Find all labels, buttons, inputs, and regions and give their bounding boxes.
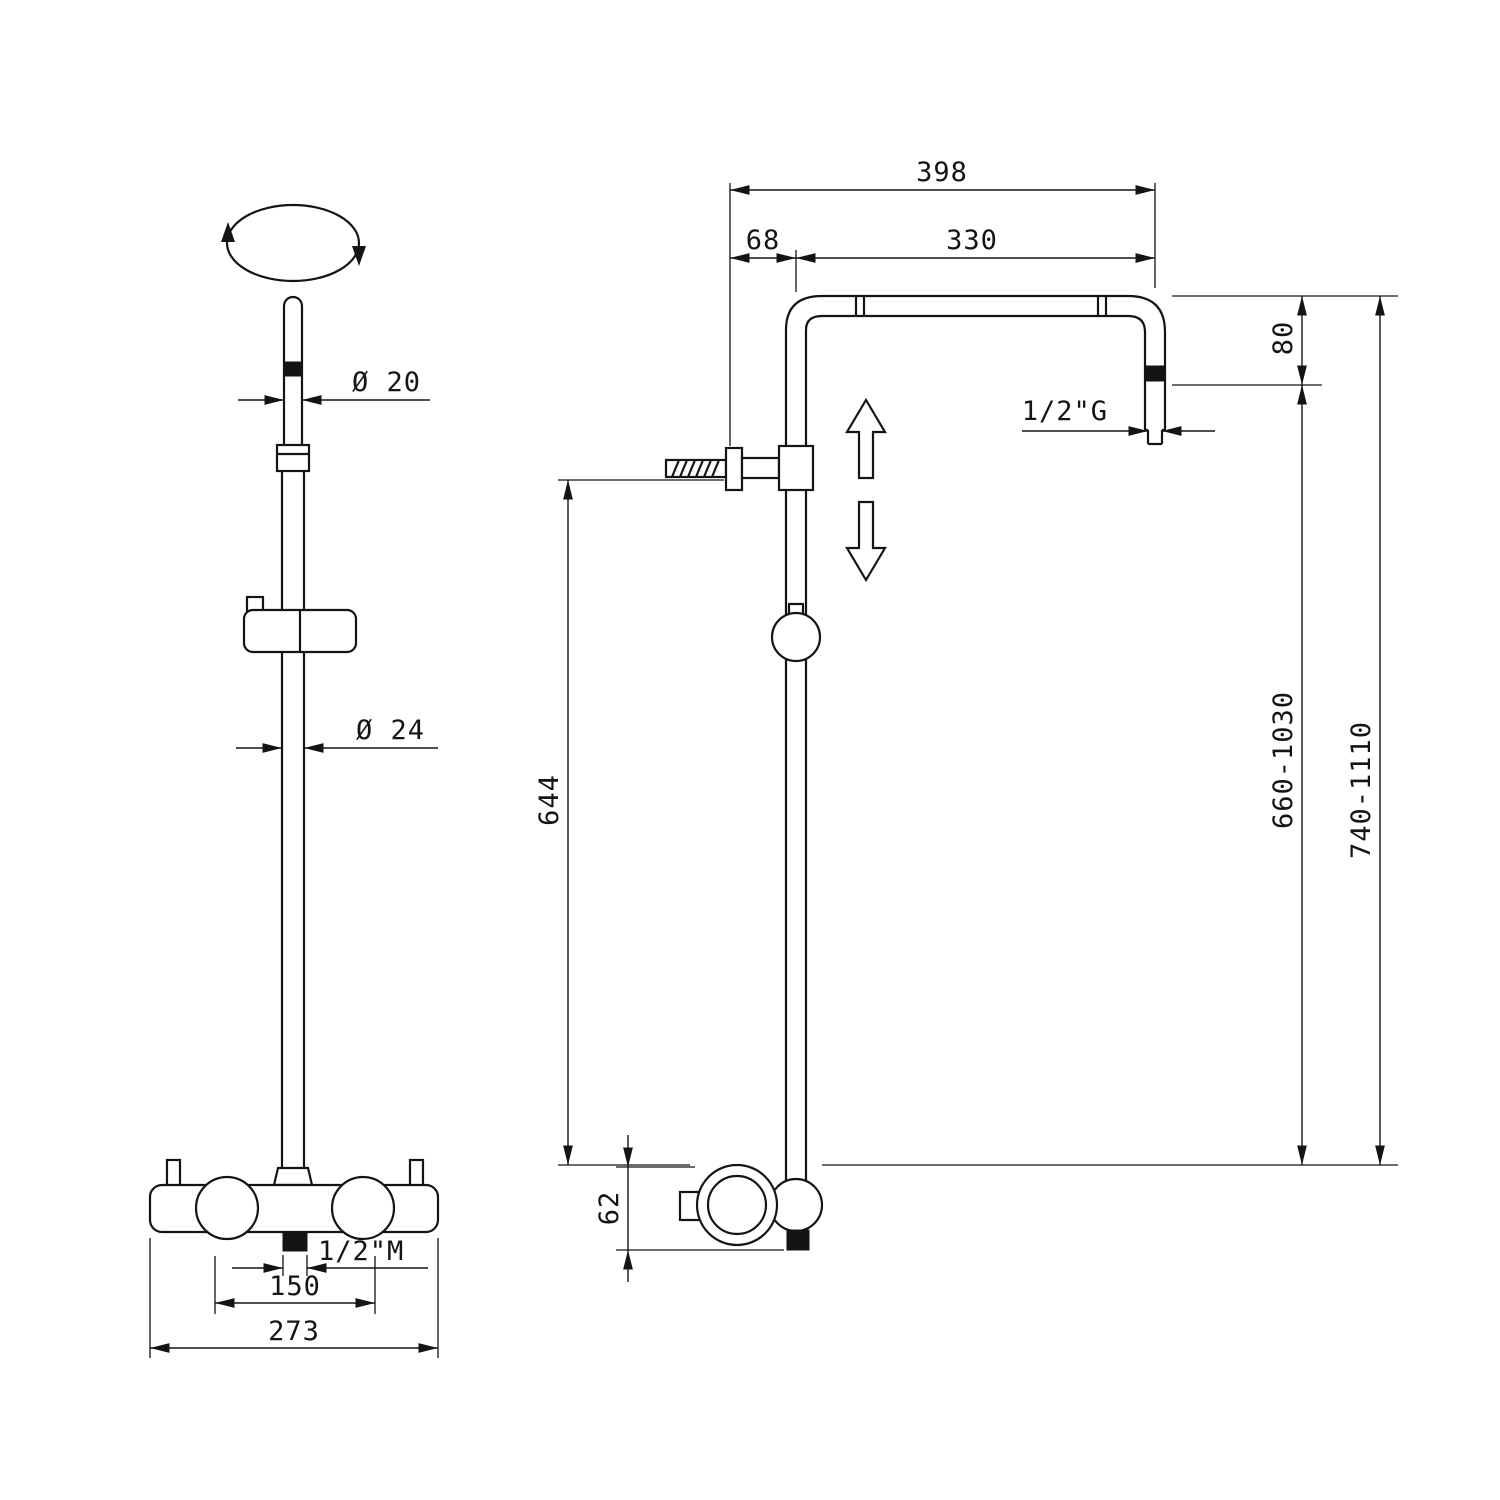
wall-bracket — [664, 444, 815, 492]
slider-bracket — [242, 595, 358, 654]
side-view: 398 68 330 1/2"G 644 — [534, 157, 1398, 1282]
front-view: Ø 20 Ø 24 — [148, 203, 440, 1358]
dim-660-1030: 660-1030 — [822, 385, 1398, 1166]
dim-62: 62 — [594, 1135, 784, 1282]
d80-label: 80 — [1268, 321, 1299, 356]
d68-label: 68 — [746, 225, 781, 256]
d330-label: 330 — [946, 225, 998, 256]
height-adjust-arrows-icon — [845, 397, 887, 583]
dim-740-1110: 740-1110 — [1346, 296, 1385, 1165]
d644-label: 644 — [534, 774, 565, 826]
dim-150: 150 — [214, 1256, 376, 1314]
dim-644: 644 — [534, 479, 724, 1166]
dim-330: 330 — [796, 225, 1155, 263]
upper-pipe — [282, 295, 304, 445]
range-outer-label: 740-1110 — [1346, 721, 1377, 859]
rotation-arrow-icon — [221, 203, 366, 283]
dim-68: 68 — [730, 225, 797, 292]
thread-g-label: 1/2"G — [1022, 396, 1108, 427]
range-inner-label: 660-1030 — [1268, 691, 1299, 829]
slider-side — [770, 602, 822, 663]
d150-label: 150 — [269, 1271, 321, 1302]
dim-thread-m: 1/2"M — [232, 1236, 428, 1276]
d398-label: 398 — [916, 157, 968, 188]
dim-398: 398 — [729, 157, 1156, 446]
dim-thread-g: 1/2"G — [1022, 396, 1215, 436]
mixer-body-front — [148, 1158, 440, 1252]
d62-label: 62 — [594, 1191, 625, 1226]
dim-273: 273 — [149, 1238, 439, 1358]
riser-pipe — [784, 294, 1167, 1185]
pipe-collar — [275, 443, 311, 473]
main-pipe — [280, 471, 306, 1185]
thread-m-label: 1/2"M — [318, 1236, 404, 1267]
dim-dia20: Ø 20 — [238, 367, 430, 405]
dia20-label: Ø 20 — [352, 367, 421, 398]
mixer-body-side — [678, 1163, 824, 1251]
d273-label: 273 — [268, 1316, 320, 1347]
dia24-label: Ø 24 — [356, 715, 425, 746]
dim-80: 80 — [1172, 295, 1398, 386]
dim-dia24: Ø 24 — [236, 715, 438, 753]
